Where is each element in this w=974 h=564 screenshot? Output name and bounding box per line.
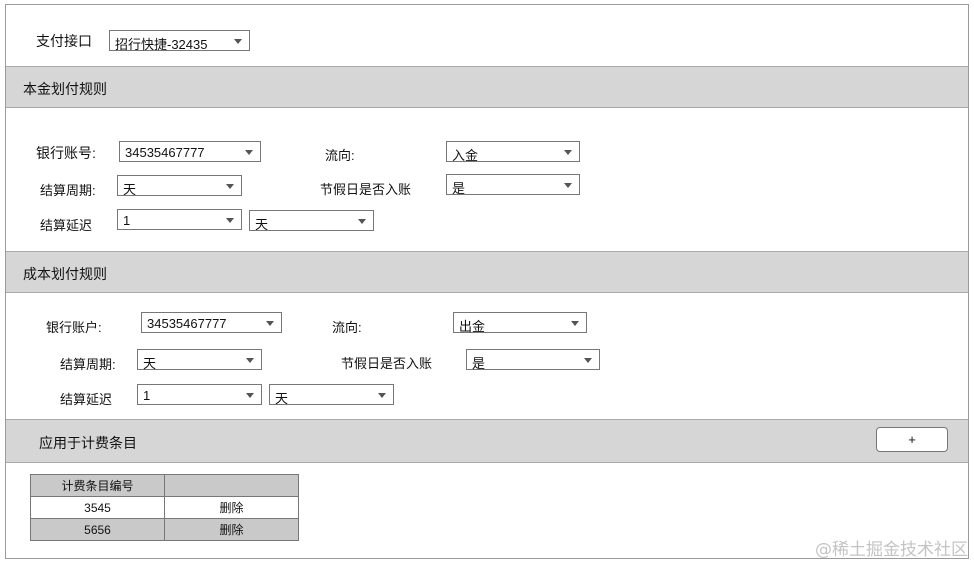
add-billing-item-button[interactable]: + xyxy=(876,427,948,452)
table-header-row: 计费条目编号 xyxy=(30,474,299,497)
billing-id-cell: 5656 xyxy=(30,518,165,541)
cost-delay-label: 结算延迟 xyxy=(60,392,113,407)
chevron-down-icon xyxy=(564,150,572,155)
billing-items-header: 应用于计费条目 xyxy=(6,419,968,463)
cost-cycle-value: 天 xyxy=(143,356,157,371)
principal-account-value: 34535467777 xyxy=(125,145,205,160)
principal-cycle-value: 天 xyxy=(123,182,137,197)
billing-id-cell: 3545 xyxy=(30,496,165,519)
principal-holiday-label: 节假日是否入账 xyxy=(320,182,412,197)
chevron-down-icon xyxy=(358,219,366,224)
cost-holiday-label: 节假日是否入账 xyxy=(341,356,433,371)
cost-direction-value: 出金 xyxy=(459,319,486,334)
action-header xyxy=(164,474,299,497)
chevron-down-icon xyxy=(226,184,234,189)
principal-delay-label: 结算延迟 xyxy=(40,218,93,233)
table-row: 5656 删除 xyxy=(30,518,299,541)
delete-link[interactable]: 删除 xyxy=(164,518,299,541)
principal-direction-select[interactable]: 入金 xyxy=(446,141,580,163)
chevron-down-icon xyxy=(378,393,386,398)
principal-direction-label: 流向: xyxy=(325,148,355,163)
cost-delay-value: 1 xyxy=(143,388,151,403)
principal-holiday-value: 是 xyxy=(452,181,466,196)
payment-interface-value: 招行快捷-32435 xyxy=(115,37,208,52)
principal-rules-title: 本金划付规则 xyxy=(23,81,107,97)
principal-rules-header: 本金划付规则 xyxy=(6,66,968,108)
cost-account-value: 34535467777 xyxy=(147,316,227,331)
principal-delay-unit-value: 天 xyxy=(255,217,269,232)
delete-link[interactable]: 删除 xyxy=(164,496,299,519)
chevron-down-icon xyxy=(564,183,572,188)
chevron-down-icon xyxy=(234,39,242,44)
principal-account-label: 银行账号: xyxy=(36,145,96,161)
cost-delay-unit-value: 天 xyxy=(275,391,289,406)
principal-cycle-label: 结算周期: xyxy=(40,183,96,198)
chevron-down-icon xyxy=(246,358,254,363)
cost-rules-header: 成本划付规则 xyxy=(6,251,968,293)
principal-cycle-select[interactable]: 天 xyxy=(117,175,242,197)
watermark: @稀土掘金技术社区 xyxy=(815,540,968,560)
cost-account-label: 银行账户: xyxy=(46,320,102,335)
cost-holiday-value: 是 xyxy=(472,356,486,371)
principal-delay-value: 1 xyxy=(123,213,131,228)
billing-items-title: 应用于计费条目 xyxy=(39,435,137,451)
cost-delay-unit-select[interactable]: 天 xyxy=(269,384,394,406)
cost-rules-title: 成本划付规则 xyxy=(23,266,107,282)
chevron-down-icon xyxy=(584,358,592,363)
principal-direction-value: 入金 xyxy=(452,148,479,163)
principal-delay-select[interactable]: 1 xyxy=(117,209,242,230)
principal-account-select[interactable]: 34535467777 xyxy=(119,141,261,162)
cost-cycle-select[interactable]: 天 xyxy=(137,349,262,371)
payment-interface-select[interactable]: 招行快捷-32435 xyxy=(109,30,250,52)
principal-delay-unit-select[interactable]: 天 xyxy=(249,210,374,232)
payment-interface-label: 支付接口 xyxy=(36,33,92,49)
cost-holiday-select[interactable]: 是 xyxy=(466,349,600,371)
table-row: 3545 删除 xyxy=(30,496,299,519)
billing-items-table: 计费条目编号 3545 删除 5656 删除 xyxy=(30,474,299,541)
chevron-down-icon xyxy=(226,218,234,223)
cost-direction-select[interactable]: 出金 xyxy=(453,312,587,334)
cost-cycle-label: 结算周期: xyxy=(60,357,116,372)
chevron-down-icon xyxy=(245,150,253,155)
cost-direction-label: 流向: xyxy=(332,320,362,335)
chevron-down-icon xyxy=(571,321,579,326)
principal-holiday-select[interactable]: 是 xyxy=(446,174,580,196)
cost-delay-select[interactable]: 1 xyxy=(137,384,262,405)
cost-account-select[interactable]: 34535467777 xyxy=(141,312,282,333)
chevron-down-icon xyxy=(266,321,274,326)
chevron-down-icon xyxy=(246,393,254,398)
billing-id-header: 计费条目编号 xyxy=(30,474,165,497)
